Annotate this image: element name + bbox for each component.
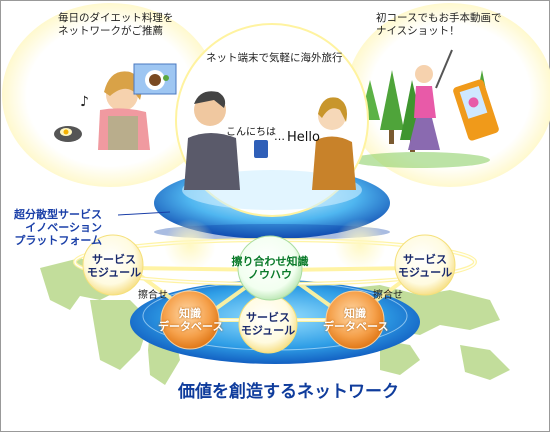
knowledge-right-label: 知識 データベース (323, 307, 389, 334)
golf-bubble (346, 3, 550, 187)
service-module-right-label: サービス モジュール (397, 253, 453, 280)
knowledge-right-node (325, 290, 385, 350)
footer-title: 価値を創造するネットワーク (178, 382, 399, 402)
speech-ellipsis: … (274, 130, 285, 143)
cooking-caption: 毎日のダイエット料理を ネットワークがご推薦 (58, 12, 174, 37)
service-module-center-label: サービス モジュール (240, 311, 296, 338)
knowhow-node (237, 235, 303, 301)
golf-caption: 初コースでもお手本動画で ナイスショット！ (376, 12, 502, 37)
handset-icon (254, 140, 268, 158)
golfer-face-icon (415, 65, 433, 83)
svg-text:♪: ♪ (80, 94, 89, 110)
service-module-left-label: サービス モジュール (86, 253, 142, 280)
cooking-bubble: ♪ (2, 3, 218, 187)
service-module-left-node (82, 234, 144, 296)
knowledge-left-node (160, 290, 220, 350)
knowledge-left-label: 知識 データベース (158, 307, 224, 334)
match-right-label: 擦合せ (373, 290, 403, 301)
speech-english: Hello (287, 130, 320, 145)
match-left-label: 擦合せ (138, 290, 168, 301)
service-module-right-node (394, 234, 456, 296)
speech-japanese: こんにちは (226, 127, 276, 138)
travel-caption: ネット端末で気軽に海外旅行 (206, 52, 343, 64)
knowhow-label: 擦り合わせ知識 ノウハウ (231, 255, 309, 282)
travel-bubble (175, 23, 369, 217)
platform-label: 超分散型サービス イノベーション プラットフォーム (14, 208, 102, 248)
